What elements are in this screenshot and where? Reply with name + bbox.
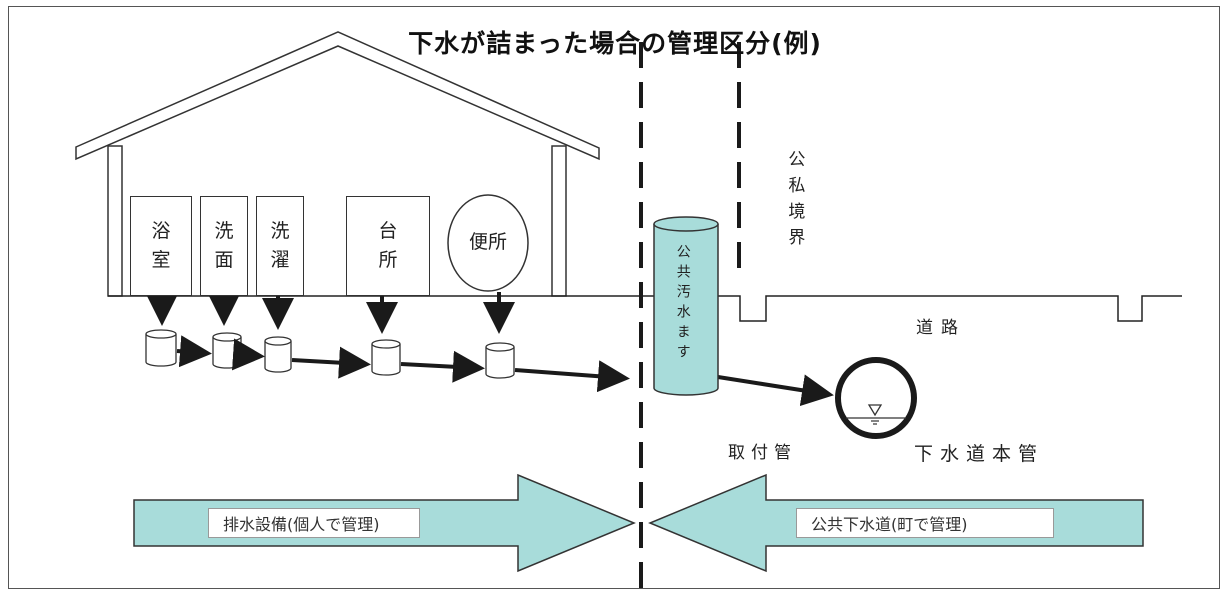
page-title: 下水が詰まった場合の管理区分(例): [408, 29, 822, 58]
public-management-label: 公共下水道(町で管理): [796, 508, 1054, 538]
room-laundry-label: 洗 濯: [270, 219, 290, 271]
fixture-drain-arrows: [146, 292, 515, 334]
toilet-fixture: [447, 194, 529, 292]
room-washbasin-label: 洗 面: [214, 219, 234, 271]
catch-basin-5: [485, 347, 515, 379]
public-private-boundary-label: 公私境界: [784, 150, 805, 254]
room-washbasin: 洗 面: [200, 196, 248, 296]
public-sewage-box-cylinder: [653, 216, 719, 396]
house-roof: [75, 31, 600, 161]
room-laundry: 洗 濯: [256, 196, 304, 296]
catch-basin-1: [145, 334, 177, 367]
room-kitchen-label: 台 所: [378, 219, 398, 271]
catch-basin-4: [371, 344, 401, 376]
house-wall-left: [107, 145, 123, 297]
main-sewer-pipe: [835, 357, 917, 439]
main-sewer-label: 下水道本管: [914, 443, 1045, 465]
diagram-frame: [8, 6, 1220, 589]
ground-line: [108, 295, 1182, 322]
public-sewage-box-label: 公共汚水ます: [674, 244, 691, 364]
catch-basin-3: [264, 341, 292, 373]
connection-pipe-label: 取付管: [728, 443, 797, 463]
private-management-label: 排水設備(個人で管理): [208, 508, 420, 538]
room-bath: 浴 室: [130, 196, 192, 296]
road-label: 道路: [916, 318, 966, 338]
drain-flow-arrows: [176, 335, 834, 407]
room-kitchen: 台 所: [346, 196, 430, 296]
room-bath-label: 浴 室: [151, 219, 171, 271]
house-wall-right: [551, 145, 567, 297]
toilet-label: 便所: [468, 231, 507, 253]
